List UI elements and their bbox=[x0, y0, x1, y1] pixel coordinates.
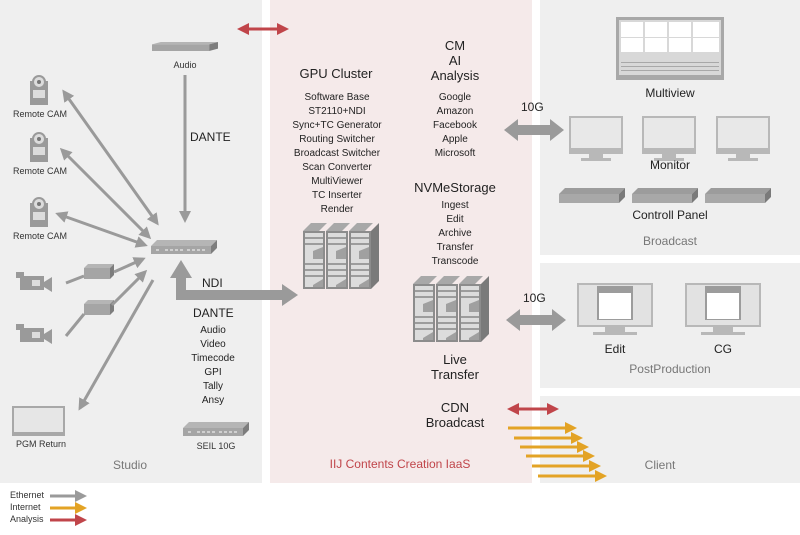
ndi-arrow bbox=[170, 260, 298, 306]
cdn-broadcast-line: CDN bbox=[440, 400, 470, 415]
pgm-return-label: PGM Return bbox=[15, 439, 66, 449]
dante-item: Tally bbox=[202, 381, 223, 392]
gpu-cluster-rack-icon bbox=[303, 223, 379, 289]
control-panel-icon-1 bbox=[559, 188, 625, 203]
cg-workstation-icon bbox=[685, 283, 761, 335]
broadcast-section-title: Broadcast bbox=[642, 234, 698, 248]
gpu-item: Routing Switcher bbox=[299, 134, 375, 145]
converter-box-icon-2 bbox=[84, 300, 114, 315]
cm-ai-analysis-title: CM AI Analysis bbox=[420, 38, 490, 83]
cam1-arrow bbox=[62, 89, 159, 226]
dante-bottom-label: DANTE bbox=[193, 306, 234, 320]
cm-item: Apple bbox=[442, 134, 468, 145]
vcam1-arrow bbox=[113, 257, 146, 274]
dante-item: Ansy bbox=[201, 395, 225, 406]
dante-item: Audio bbox=[200, 325, 226, 336]
audio-device-icon bbox=[152, 42, 218, 51]
video-camera-icon-2 bbox=[16, 324, 52, 344]
legend-analysis-label: Analysis bbox=[10, 514, 44, 524]
edit-label: Edit bbox=[604, 342, 626, 356]
dante-item: Video bbox=[200, 339, 226, 350]
gpu-item: ST2110+NDI bbox=[308, 106, 366, 117]
postproduction-section-title: PostProduction bbox=[629, 362, 711, 376]
cg-label: CG bbox=[714, 342, 732, 356]
converter-box-icon-1 bbox=[84, 264, 114, 279]
monitor-icon-1 bbox=[569, 116, 623, 161]
nvme-storage-title: NVMeStorage bbox=[414, 180, 496, 195]
studio-switch-icon bbox=[151, 240, 217, 254]
live-transfer-line: Live bbox=[443, 352, 467, 367]
cm-item: Microsoft bbox=[434, 148, 476, 159]
cm-title-line: AI bbox=[448, 53, 462, 68]
remote-cam-label-1: Remote CAM bbox=[12, 109, 67, 119]
cdn-broadcast-line: Broadcast bbox=[425, 415, 485, 430]
control-panel-icon-2 bbox=[632, 188, 698, 203]
control-panel-label: Controll Panel bbox=[632, 208, 708, 222]
pgm-return-arrow bbox=[78, 279, 155, 411]
live-transfer-line: Transfer bbox=[431, 367, 479, 382]
gpu-item: Render bbox=[320, 204, 354, 215]
remote-cam-icon-2 bbox=[29, 132, 49, 163]
studio-section-title: Studio bbox=[112, 458, 148, 472]
cam3-arrow bbox=[55, 211, 148, 248]
dante-item: Timecode bbox=[191, 353, 235, 364]
post-10g-label: 10G bbox=[523, 291, 546, 305]
monitor-icon-3 bbox=[716, 116, 770, 161]
nvme-storage-rack-icon bbox=[413, 276, 489, 342]
live-transfer-label: Live Transfer bbox=[420, 352, 490, 382]
seil-router-icon bbox=[183, 422, 249, 436]
remote-cam-label-2: Remote CAM bbox=[12, 166, 67, 176]
multiview-icon bbox=[616, 17, 724, 80]
cm-ai-items: Google Amazon Facebook Apple Microsoft bbox=[420, 91, 490, 161]
cm-title-line: CM bbox=[444, 38, 466, 53]
cdn-broadcast-label: CDN Broadcast bbox=[415, 400, 495, 430]
seil-label: SEIL 10G bbox=[196, 441, 236, 451]
cm-title-line: Analysis bbox=[430, 68, 480, 83]
legend-ethernet-label: Ethernet bbox=[10, 490, 45, 500]
monitor-icon-2 bbox=[642, 116, 696, 161]
legend-internet-label: Internet bbox=[10, 502, 41, 512]
gpu-item: Software Base bbox=[304, 92, 370, 103]
audio-label: Audio bbox=[173, 60, 197, 70]
remote-cam-icon-3 bbox=[29, 197, 49, 228]
client-section-title: Client bbox=[644, 458, 676, 472]
remote-cam-icon-1 bbox=[29, 75, 49, 106]
nvme-item: Ingest bbox=[441, 200, 469, 211]
gpu-cluster-items: Software Base ST2110+NDI Sync+TC Generat… bbox=[283, 91, 391, 217]
gpu-item: Sync+TC Generator bbox=[292, 120, 382, 131]
gpu-item: Scan Converter bbox=[302, 162, 372, 173]
cm-item: Google bbox=[438, 92, 472, 103]
multiview-label: Multiview bbox=[645, 86, 695, 100]
remote-cam-label-3: Remote CAM bbox=[12, 231, 67, 241]
dante-item: GPI bbox=[204, 367, 222, 378]
nvme-storage-items: Ingest Edit Archive Transfer Transcode bbox=[420, 199, 490, 269]
edit-workstation-icon bbox=[577, 283, 653, 335]
cm-item: Facebook bbox=[433, 120, 477, 131]
pgm-return-monitor-icon bbox=[12, 406, 65, 436]
post-10g-arrow bbox=[506, 309, 566, 331]
control-panel-icon-3 bbox=[705, 188, 771, 203]
nvme-item: Edit bbox=[446, 214, 464, 225]
vcam2-arrow bbox=[110, 269, 148, 307]
nvme-item: Transfer bbox=[436, 242, 474, 253]
gpu-item: TC Inserter bbox=[311, 190, 362, 201]
ndi-label: NDI bbox=[202, 276, 223, 290]
dante-items-list: Audio Video Timecode GPI Tally Ansy bbox=[178, 324, 248, 408]
gpu-item: Broadcast Switcher bbox=[293, 148, 381, 159]
internet-arrows bbox=[508, 422, 607, 482]
video-camera-icon-1 bbox=[16, 272, 52, 292]
client-panel bbox=[540, 396, 800, 483]
monitor-label: Monitor bbox=[649, 158, 690, 172]
cm-item: Amazon bbox=[436, 106, 474, 117]
nvme-item: Archive bbox=[438, 228, 472, 239]
iaas-section-title: IIJ Contents Creation IaaS bbox=[329, 457, 471, 471]
dante-top-label: DANTE bbox=[190, 130, 231, 144]
nvme-item: Transcode bbox=[431, 256, 479, 267]
broadcast-10g-label: 10G bbox=[521, 100, 544, 114]
gpu-cluster-title: GPU Cluster bbox=[299, 66, 373, 81]
gpu-item: MultiViewer bbox=[311, 176, 363, 187]
broadcast-10g-arrow bbox=[504, 119, 564, 141]
